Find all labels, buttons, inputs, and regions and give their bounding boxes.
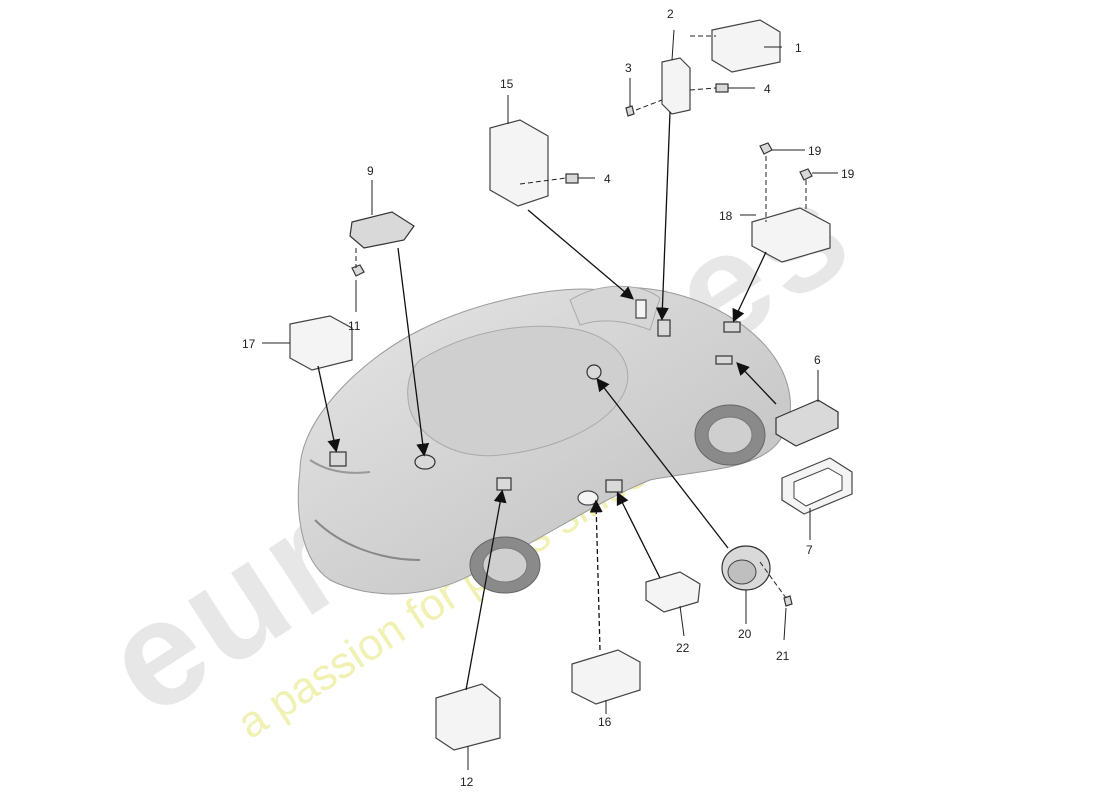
callout-7: 7 [806, 543, 813, 557]
car-illustration [297, 285, 791, 595]
callout-22: 22 [676, 641, 690, 655]
callout-20: 20 [738, 627, 752, 641]
car-part-15-location [635, 299, 647, 319]
arrow-16 [589, 499, 603, 651]
callout-17: 17 [242, 337, 256, 351]
part-4-clip-upper [715, 83, 729, 93]
car-part-17-location [329, 451, 347, 467]
callout-2: 2 [667, 7, 674, 21]
leader-lines [262, 29, 838, 770]
arrow-18 [732, 251, 767, 323]
part-12-control-unit [435, 683, 501, 751]
callout-18: 18 [719, 209, 733, 223]
callout-11: 11 [348, 319, 361, 333]
lead-22 [679, 605, 685, 637]
parts [289, 19, 853, 751]
arrow-6 [736, 362, 777, 405]
car-part-16-location [577, 490, 599, 506]
headlight [309, 459, 371, 474]
callout-12: 12 [460, 775, 474, 789]
part-2-bracket [661, 57, 691, 115]
callout-4-upper: 4 [764, 82, 771, 96]
car-part-12-location [496, 477, 512, 491]
car-part-6-location [715, 355, 733, 365]
part-19-nut-right [799, 168, 813, 181]
car-part-22-location [605, 479, 623, 493]
arrow-12 [465, 489, 507, 691]
arrow-20 [596, 377, 729, 549]
front-bumper-line [314, 519, 421, 561]
lead-2 [671, 29, 675, 61]
arrow-22 [616, 491, 661, 579]
part-18-module [751, 207, 831, 263]
callout-6: 6 [814, 353, 821, 367]
arrow-17 [317, 365, 341, 453]
front-wheel-rim [482, 547, 528, 583]
part-17-control-unit [289, 315, 353, 371]
car-part-20-location [586, 364, 602, 380]
callout-16: 16 [598, 715, 612, 729]
part-19-nut-left [759, 142, 773, 155]
rollbar [569, 285, 661, 331]
lead-21 [783, 607, 787, 641]
part-22-module [645, 571, 701, 613]
car-cabin [407, 325, 629, 457]
part-9-module [349, 211, 415, 249]
car-part-18-location [723, 321, 741, 333]
part-4-clip-lower [565, 173, 579, 184]
callout-21: 21 [776, 649, 790, 663]
callout-4-lower: 4 [604, 172, 611, 186]
part-21-screw [783, 595, 793, 607]
part-7-frame-opening [793, 467, 843, 507]
dash-3-2 [635, 99, 663, 111]
callout-19-left: 19 [808, 144, 822, 158]
part-20-speaker-cone [727, 559, 757, 585]
rear-wheel-rim [707, 416, 753, 454]
assembly-lines [355, 35, 807, 599]
callout-labels: 1 2 3 4 4 15 9 11 17 18 19 19 6 7 20 21 … [242, 7, 855, 789]
part-15-module [489, 119, 549, 207]
arrow-15 [527, 209, 634, 300]
car-part-2-location [657, 319, 671, 337]
arrow-9 [397, 247, 430, 457]
arrow-2 [655, 111, 671, 321]
callout-3: 3 [625, 61, 632, 75]
callout-1: 1 [795, 41, 802, 55]
location-arrows [317, 111, 777, 691]
part-1-control-unit [711, 19, 781, 73]
part-16-control-unit [571, 649, 641, 705]
part-3-screw [625, 105, 635, 117]
part-11-nut [351, 264, 365, 277]
car-part-9-location [414, 454, 436, 470]
callout-19-right: 19 [841, 167, 855, 181]
callout-9: 9 [367, 164, 374, 178]
callout-15: 15 [500, 77, 514, 91]
dash-2-4 [689, 87, 717, 91]
